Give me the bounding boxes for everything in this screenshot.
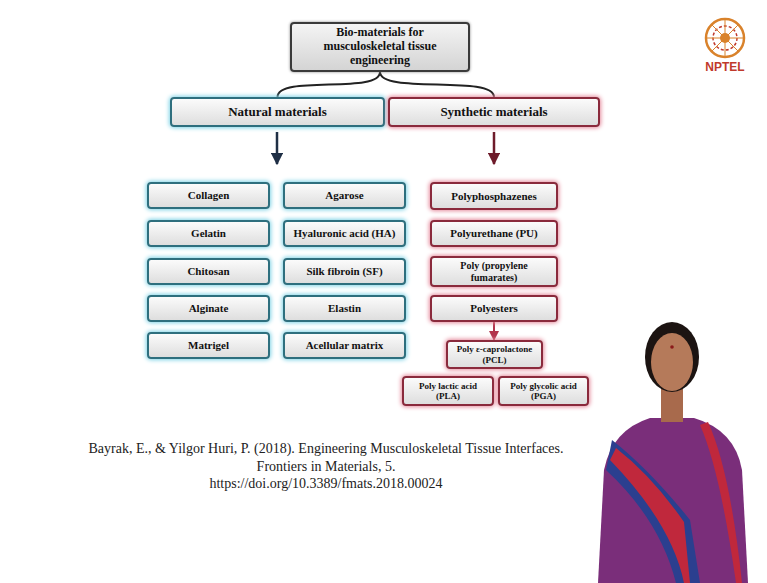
root-box: Bio-materials for musculoskeletal tissue…: [290, 22, 470, 72]
material-box: Poly glycolic acid (PGA): [498, 376, 589, 406]
box-text: Collagen: [188, 189, 230, 202]
material-box: Matrigel: [147, 332, 270, 359]
material-box: Poly ε-caprolactone (PCL): [446, 340, 543, 369]
material-box: Polyphosphazenes: [430, 182, 558, 210]
box-text: Bio-materials for musculoskeletal tissue…: [296, 26, 464, 67]
material-box: Poly lactic acid (PLA): [402, 376, 494, 406]
box-text: Elastin: [328, 302, 361, 315]
box-text: Hyaluronic acid (HA): [294, 227, 396, 240]
box-text: Poly (propylene fumarates): [436, 260, 552, 283]
material-box: Chitosan: [147, 258, 270, 285]
box-text: Silk fibroin (SF): [306, 265, 382, 278]
doi-link: https://doi.org/10.3389/fmats.2018.00024: [70, 475, 582, 493]
connector: [493, 322, 495, 340]
box-text: Agarose: [325, 189, 363, 202]
citation-text: Bayrak, E., & Yilgor Huri, P. (2018). En…: [70, 440, 582, 475]
material-box: Silk fibroin (SF): [283, 258, 406, 285]
material-box: Poly (propylene fumarates): [430, 256, 558, 287]
connector: [380, 72, 494, 97]
box-text: Poly lactic acid (PLA): [408, 381, 488, 402]
box-text: Poly ε-caprolactone (PCL): [452, 344, 537, 365]
material-box: Collagen: [147, 182, 270, 209]
material-box: Polyesters: [430, 295, 558, 322]
group-arrow: [493, 132, 496, 164]
material-box: Elastin: [283, 295, 406, 322]
box-text: Natural materials: [228, 105, 327, 120]
citation: Bayrak, E., & Yilgor Huri, P. (2018). En…: [70, 440, 582, 493]
material-box: Hyaluronic acid (HA): [283, 220, 406, 247]
box-text: Polyurethane (PU): [450, 227, 537, 240]
group-arrow: [276, 132, 279, 164]
box-text: Alginate: [189, 302, 229, 315]
box-text: Gelatin: [191, 227, 226, 240]
material-box: Polyurethane (PU): [430, 220, 558, 247]
material-box: Gelatin: [147, 220, 270, 247]
box-text: Synthetic materials: [440, 105, 547, 120]
box-text: Chitosan: [187, 265, 229, 278]
box-text: Polyesters: [470, 302, 518, 315]
box-text: Matrigel: [188, 339, 229, 352]
box-text: Polyphosphazenes: [451, 190, 537, 203]
logo-text: NPTEL: [700, 60, 750, 74]
box-text: Poly glycolic acid (PGA): [504, 381, 583, 402]
material-box: Acellular matrix: [283, 332, 406, 359]
connector: [278, 72, 381, 97]
nptel-logo: [706, 19, 744, 57]
presenter-figure: [598, 322, 748, 583]
category-box: Natural materials: [170, 97, 385, 127]
material-box: Alginate: [147, 295, 270, 322]
box-text: Acellular matrix: [306, 339, 384, 352]
category-box: Synthetic materials: [388, 97, 600, 127]
material-box: Agarose: [283, 182, 406, 209]
